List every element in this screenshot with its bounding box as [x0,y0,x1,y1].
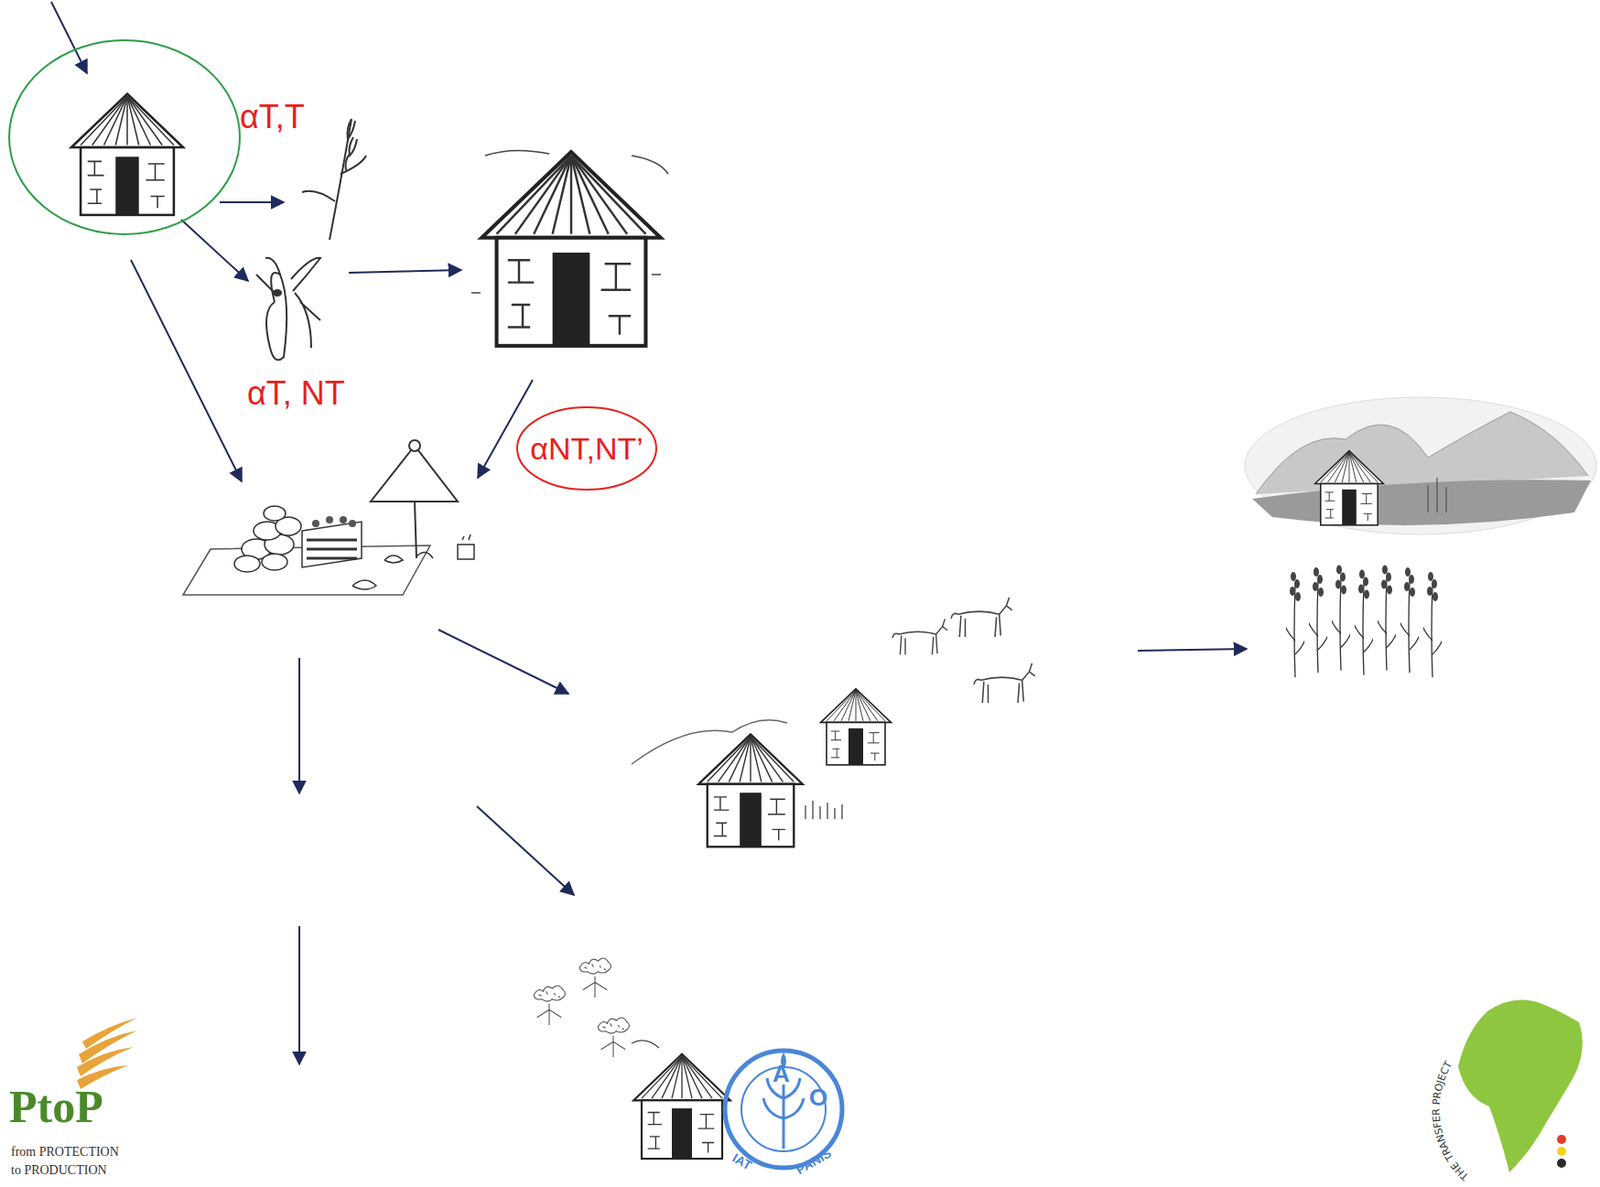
tree [597,1017,629,1058]
logo-text: from PROTECTION [10,1145,119,1159]
market-sketch [183,440,475,595]
logo-text: THE TRANSFER PROJECT [1430,1059,1472,1184]
ptop-logo [76,1017,138,1090]
logo-text: A [772,1061,790,1086]
crop [1352,570,1375,676]
coefficient-label: αNT,NT’ [529,431,644,467]
goat [951,597,1013,638]
hut [821,689,892,766]
household-circle [9,40,240,235]
arrow [438,629,569,694]
logo-text: to PRODUCTION [10,1164,108,1178]
arrow [298,926,301,1065]
crop [1398,567,1421,673]
arrow [130,259,242,482]
village-sketch [631,597,1036,848]
arrow [219,201,284,204]
arrow [348,270,462,273]
crop [1307,567,1330,673]
text-holder: THE TRANSFER PROJECT [1430,1059,1472,1184]
coefficient-label: αT, NT [247,377,346,411]
goat [973,663,1036,703]
hut [71,94,184,216]
ellipse-shape [517,407,657,490]
coefficient-label: αT,T [239,100,305,134]
hut [1315,451,1384,526]
logo-text: PANIS [793,1146,833,1178]
arrow [1137,648,1247,651]
logo-text: THE TRANSFER PROJECT [1430,1059,1472,1184]
grain-sketch [302,118,367,240]
logo-text: PtoP [9,1083,104,1130]
trees-sketch [533,958,730,1159]
hut [698,734,802,847]
hut [633,1054,731,1159]
logo-text: IAT [730,1151,755,1173]
crop [1421,572,1444,678]
goat [892,618,948,655]
hut [481,151,660,346]
arrow [51,1,87,74]
tree [579,958,611,998]
arrow [298,658,301,794]
goat-head [256,258,321,361]
crop [1375,565,1398,671]
text-box: αNT,NT’ [515,405,659,492]
fields-sketch [1244,397,1597,678]
crop [1329,565,1352,671]
text-arc [1439,1020,1589,1177]
transfer-logo: THE TRANSFER PROJECT [1430,1000,1589,1185]
tree [533,985,565,1026]
flow-arrows [51,1,1247,1065]
callout-ellipse: αNT,NT’ [515,405,659,492]
crop [1284,572,1307,678]
arrow [181,219,249,282]
logo-text: O [809,1085,828,1110]
arrow [476,806,574,896]
